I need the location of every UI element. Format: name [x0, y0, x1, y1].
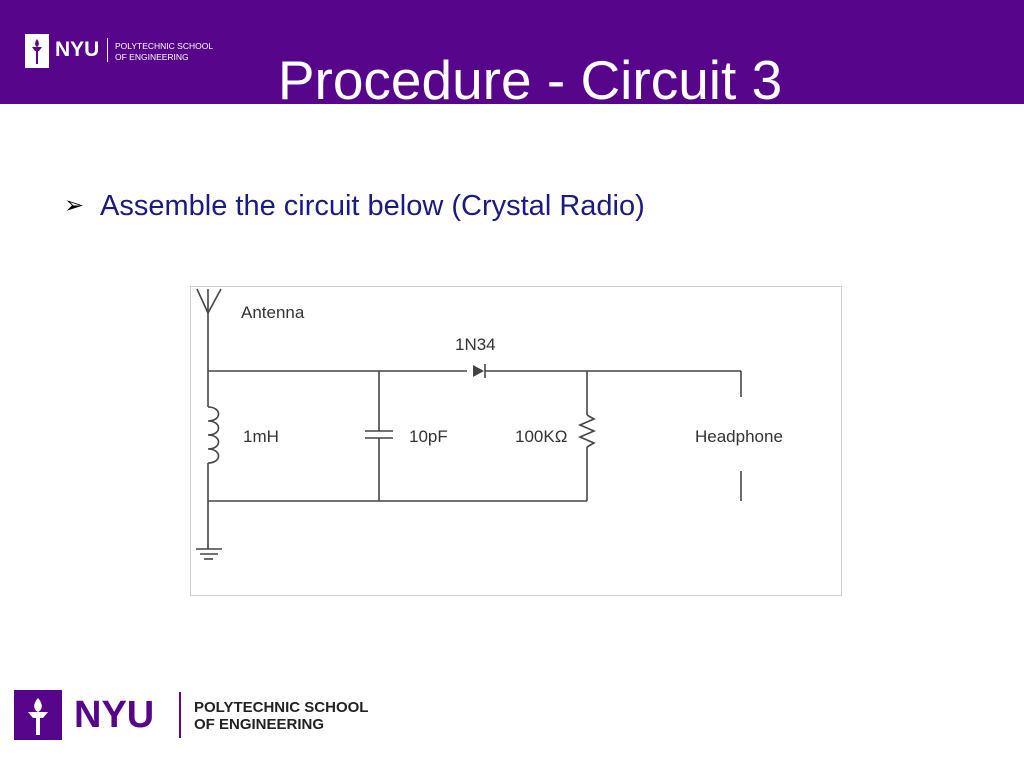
logo-divider — [107, 38, 108, 62]
diode-symbol — [473, 364, 486, 378]
torch-icon — [14, 690, 62, 740]
nyu-logo-header: NYU POLYTECHNIC SCHOOL OF ENGINEERING — [25, 34, 225, 74]
logo-school: POLYTECHNIC SCHOOL OF ENGINEERING — [194, 699, 368, 733]
bullet-item: ➢ Assemble the circuit below (Crystal Rad… — [64, 190, 645, 223]
inductor-label: 1mH — [243, 427, 279, 446]
resistor-label: 100KΩ — [515, 427, 568, 446]
resistor-symbol — [577, 371, 597, 501]
headphone-label: Headphone — [695, 427, 783, 446]
logo-school-line2: OF ENGINEERING — [115, 52, 189, 62]
logo-school-line1: POLYTECHNIC SCHOOL — [115, 41, 214, 51]
schematic-drawing — [196, 288, 742, 560]
logo-brand: NYU — [55, 38, 100, 61]
logo-school-line2: OF ENGINEERING — [194, 716, 325, 733]
bullet-text: Assemble the circuit below (Crystal Radi… — [100, 190, 645, 222]
logo-school: POLYTECHNIC SCHOOL OF ENGINEERING — [115, 41, 213, 63]
logo-divider — [179, 692, 181, 738]
crystal-radio-schematic: Antenna 1N34 1mH 10pF 100KΩ Headphone — [190, 286, 842, 596]
arrow-bullet-icon: ➢ — [64, 192, 85, 219]
capacitor-label: 10pF — [409, 427, 448, 446]
antenna-symbol — [196, 288, 222, 371]
nyu-logo-footer: NYU POLYTECHNIC SCHOOL OF ENGINEERING — [14, 690, 394, 742]
antenna-label: Antenna — [241, 303, 305, 322]
ground-symbol — [196, 501, 222, 560]
logo-school-line1: POLYTECHNIC SCHOOL — [194, 699, 369, 716]
logo-brand: NYU — [74, 694, 155, 736]
slide-title: Procedure - Circuit 3 — [277, 49, 783, 111]
diode-label: 1N34 — [455, 335, 496, 354]
header-bar: NYU POLYTECHNIC SCHOOL OF ENGINEERING Pr… — [0, 0, 1024, 111]
torch-icon — [25, 34, 49, 68]
inductor-symbol — [207, 371, 220, 501]
capacitor-symbol — [365, 371, 393, 501]
